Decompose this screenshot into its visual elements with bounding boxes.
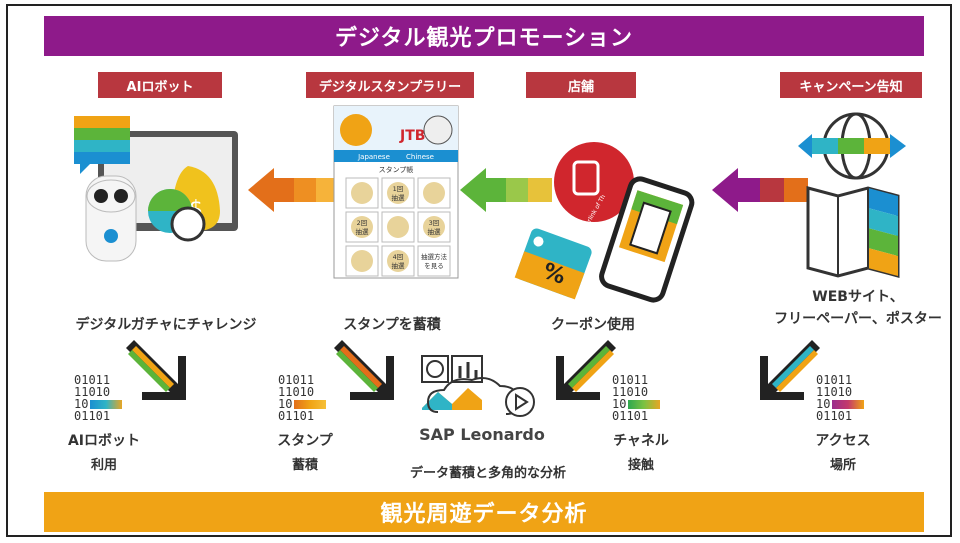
data-label-robot-2: 利用 [90,458,117,473]
action-store: クーポン使用 [551,317,635,333]
bits-row: 10 [278,397,293,411]
bits-row: 01101 [816,409,853,423]
diag-arrow-store [556,340,616,400]
tag-stamp-rally-label: デジタルスタンプラリー [318,79,462,95]
stamp-cell-label: 抽選 [356,227,370,236]
bits-row: 01011 [74,373,111,387]
bits-row: 11010 [74,385,111,399]
bits-row: 01011 [612,373,649,387]
tag-store-label: 店舗 [567,79,594,95]
bits-color-bar [294,400,327,409]
stamp-cell-label: 抽選 [392,261,406,270]
flow-arrow-to-store [712,168,808,212]
bits-row: 10 [816,397,831,411]
stamp-cell-label: 2回 [357,219,368,227]
data-bits-robot: 01011 11010 10 01101 [74,373,123,423]
tag-campaign: キャンペーン告知 [780,72,922,98]
stamp-cell-label: 3回 [429,219,440,227]
diag-arrow-campaign [760,340,820,400]
action-campaign-line2: フリーペーパー、ポスター [774,311,942,327]
center-caption: データ蓄積と多角的な分析 [409,466,566,481]
footer-title: 観光周遊データ分析 [380,502,588,527]
bits-row: 10 [74,397,89,411]
bits-row: 01101 [74,409,111,423]
center-name: SAP Leonardo [419,425,545,444]
tag-stamp-rally: デジタルスタンプラリー [306,72,474,98]
tag-campaign-label: キャンペーン告知 [799,79,903,95]
diag-arrow-stamp [334,340,394,400]
data-label-stamp-2: 蓄積 [291,458,318,473]
data-label-stamp-1: スタンプ [277,433,333,449]
footer-banner: 観光周遊データ分析 [44,492,924,532]
bits-row: 11010 [278,385,315,399]
data-bits-store: 01011 11010 10 01101 [612,373,661,423]
header-title: デジタル観光プロモーション [334,26,634,51]
stamp-mark [351,182,373,204]
bits-color-bar [628,400,661,409]
stamp-cell-label: 抽選 [392,193,406,202]
flow-arrow-to-stamp [460,168,552,212]
data-label-campaign-2: 場所 [829,458,856,473]
diag-arrow-robot [126,340,186,400]
bits-row: 11010 [816,385,853,399]
bits-row: 01011 [278,373,315,387]
data-label-store-2: 接触 [627,458,654,473]
stamp-mark [387,250,409,272]
tag-ai-robot-label: AIロボット [126,79,194,95]
robot-illustration: $ [74,116,238,262]
stamp-cell-label: 抽選方法 [421,252,448,261]
stamp-app-lang-left: Japanese [357,153,390,161]
bits-row: 01101 [612,409,649,423]
data-bits-stamp: 01011 11010 10 01101 [278,373,327,423]
stamp-app-lang-right: Chinese [406,153,434,161]
diagram-frame: デジタル観光プロモーション AIロボット デジタルスタンプラリー 店舗 キャンペ… [6,4,952,537]
bits-color-bar [90,400,123,409]
bits-row: 11010 [612,385,649,399]
data-bits-campaign: 01011 11010 10 01101 [816,373,865,423]
flow-arrow-to-robot [248,168,338,212]
tag-ai-robot: AIロボット [98,72,222,98]
stamp-cell-label: を見る [424,262,444,270]
stamp-app-brand: JTB [399,128,425,144]
stamp-mark [387,216,409,238]
stamp-mark [351,250,373,272]
stamp-rally-app: JTB Japanese Chinese スタンプ帳 1回抽選2回抽選3回抽選4… [333,105,459,279]
data-label-store-1: チャネル [613,433,669,449]
stamp-mark [423,250,445,272]
stamp-mark [387,182,409,204]
stamp-cell-label: 4回 [393,253,404,261]
stamp-mark [423,182,445,204]
stamp-mark [423,216,445,238]
bits-color-bar [832,400,865,409]
action-stamp: スタンプを蓄積 [343,317,441,333]
action-robot: デジタルガチャにチャレンジ [75,317,257,333]
store-illustration: Hyperlink of Th % [514,142,695,303]
campaign-illustration [798,112,906,278]
action-campaign-line1: WEBサイト、 [812,289,904,305]
bits-row: 01101 [278,409,315,423]
stamp-mark [351,216,373,238]
data-label-campaign-1: アクセス [815,433,871,449]
stamp-cell-label: 1回 [393,185,404,193]
bits-row: 01011 [816,373,853,387]
bits-row: 10 [612,397,627,411]
stamp-cell-label: 抽選 [428,227,442,236]
header-banner: デジタル観光プロモーション [44,16,924,56]
data-label-robot-1: AIロボット [67,433,141,449]
stamp-app-title: スタンプ帳 [379,165,414,174]
tag-store: 店舗 [526,72,636,98]
sap-leonardo-graphic: SAP Leonardo [419,355,545,444]
